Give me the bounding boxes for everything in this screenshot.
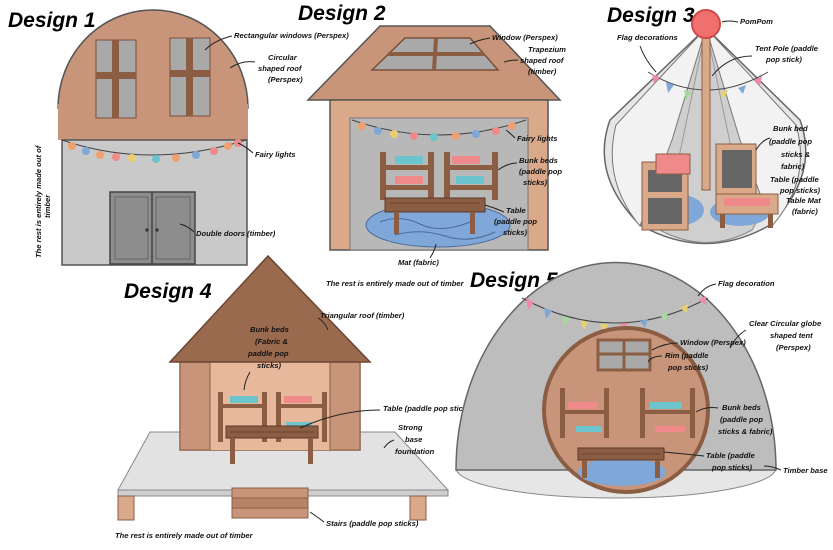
design-4: Design 4: [115, 254, 474, 540]
d5-label-globe-1: Clear Circular globe: [749, 319, 822, 328]
d3-label-flags: Flag decorations: [617, 33, 678, 42]
d4-label-bunk-2: (Fabric &: [255, 337, 288, 346]
d3-bunk-bed-right: [715, 143, 757, 195]
d5-bunk-bed-left: [560, 388, 609, 438]
d2-bunk-bed-right: [444, 152, 498, 200]
d2-label-lights: Fairy lights: [517, 134, 558, 143]
d2-label-table-1: Table: [506, 206, 526, 215]
d2-label-bunk-1: Bunk beds: [519, 156, 558, 165]
d2-bunk-bed-left: [380, 152, 434, 200]
d5-label-rim-1: Rim (paddle: [665, 351, 709, 360]
d5-flag-decoration: [526, 296, 706, 333]
d3-table: [715, 193, 779, 228]
d2-label-window: Window (Perspex): [492, 33, 558, 42]
design-4-title: Design 4: [124, 280, 212, 303]
d4-label-roof: Triangular roof (timber): [320, 311, 405, 320]
d1-window-left: [95, 39, 137, 119]
d4-label-bunk-1: Bunk beds: [250, 325, 289, 334]
d1-label-roof-1: Circular: [268, 53, 298, 62]
design-5: Design 5: [455, 261, 828, 499]
d5-label-rim-2: pop sticks): [667, 363, 709, 372]
d3-label-bunk-4: fabric): [781, 162, 805, 171]
design-2-title: Design 2: [298, 2, 386, 25]
d4-bunk-bed-left: [218, 392, 267, 442]
d4-label-bunk-3: paddle pop: [247, 349, 289, 358]
d1-label-side-1: The rest is entirely made out of: [34, 144, 43, 258]
d1-label-doors: Double doors (timber): [196, 229, 276, 238]
d1-label-roof-2: shaped roof: [258, 64, 303, 73]
design-2: Design 2: [298, 2, 566, 288]
d3-label-mat-2: (fabric): [792, 207, 818, 216]
d1-fairy-light-string: [61, 139, 247, 156]
d2-fairy-lights: [358, 122, 516, 141]
d1-window-right: [169, 37, 211, 117]
d1-double-doors: [109, 191, 196, 265]
d4-label-base-1: Strong: [398, 423, 423, 432]
d5-label-table-2: pop sticks): [711, 463, 753, 472]
d1-label-windows: Rectangular windows (Perspex): [234, 31, 349, 40]
d1-label-lights: Fairy lights: [255, 150, 296, 159]
d4-label-base-2: base: [405, 435, 423, 444]
d3-label-mat-1: Table Mat: [786, 196, 821, 205]
d4-stairs: [231, 487, 309, 519]
design-1: Design 1: [8, 9, 349, 266]
d2-label-rest: The rest is entirely made out of timber: [326, 279, 465, 288]
d5-bunk-bed-right: [640, 388, 695, 438]
d2-label-roof-1: Trapezium: [528, 45, 566, 54]
d2-label-table-3: sticks): [503, 228, 528, 237]
d5-label-globe-2: shaped tent: [770, 331, 813, 340]
d1-roof-band: [58, 104, 248, 140]
d4-bunk-bed-right: [276, 392, 327, 442]
d5-label-bunk-2: (paddle pop: [720, 415, 763, 424]
d5-label-window: Window (Perspex): [680, 338, 746, 347]
d5-label-globe-3: (Perspex): [776, 343, 811, 352]
d4-triangular-roof: [168, 254, 372, 363]
d4-label-table: Table (paddle pop sticks): [383, 404, 474, 413]
design-1-title: Design 1: [8, 9, 96, 32]
d4-label-stairs: Stairs (paddle pop sticks): [326, 519, 419, 528]
d2-label-roof-3: (timber): [528, 67, 557, 76]
d1-fairy-lights: [68, 139, 242, 163]
d5-label-base: Timber base: [783, 466, 828, 475]
d1-label-roof-3: (Perspex): [268, 75, 303, 84]
d5-label-bunk-3: sticks & fabric): [718, 427, 773, 436]
d2-label-roof-2: shaped roof: [520, 56, 565, 65]
d3-flag-decorations: [652, 74, 762, 102]
d2-label-table-2: (paddle pop: [494, 217, 537, 226]
d5-label-table-1: Table (paddle: [706, 451, 755, 460]
design-5-title: Design 5: [470, 269, 558, 292]
d2-label-bunk-2: (paddle pop: [519, 167, 562, 176]
d3-label-bunk-1: Bunk bed: [773, 124, 808, 133]
d4-table: [225, 425, 319, 464]
d3-label-bunk-2: (paddle pop: [769, 137, 812, 146]
d5-window: [596, 338, 652, 372]
d3-pompom: [691, 9, 721, 39]
d5-label-flag: Flag decoration: [718, 279, 775, 288]
d4-label-bunk-4: sticks): [257, 361, 282, 370]
d1-label-side-2: timber: [43, 194, 52, 218]
d5-mat: [578, 458, 666, 486]
d3-label-pompom: PomPom: [740, 17, 773, 26]
d3-tent-pole: [701, 37, 711, 191]
d4-label-rest: The rest is entirely made out of timber: [115, 531, 254, 540]
d2-label-mat: Mat (fabric): [398, 258, 439, 267]
d4-label-base-3: foundation: [395, 447, 435, 456]
d3-label-pole-2: pop stick): [765, 55, 802, 64]
d5-table: [577, 447, 665, 478]
d3-label-table-1: Table (paddle: [770, 175, 819, 184]
d2-label-bunk-3: sticks): [523, 178, 548, 187]
d2-roof-window: [370, 37, 500, 71]
d3-label-pole-1: Tent Pole (paddle: [755, 44, 819, 53]
d5-label-bunk-1: Bunk beds: [722, 403, 761, 412]
d3-label-bunk-3: sticks &: [781, 150, 810, 159]
d3-label-table-2: pop sticks): [779, 186, 821, 195]
design-3: Design 3: [603, 4, 821, 245]
d3-bunk-bed-left: [641, 153, 691, 231]
d2-fairy-light-string: [351, 119, 527, 136]
design-3-title: Design 3: [607, 4, 695, 27]
